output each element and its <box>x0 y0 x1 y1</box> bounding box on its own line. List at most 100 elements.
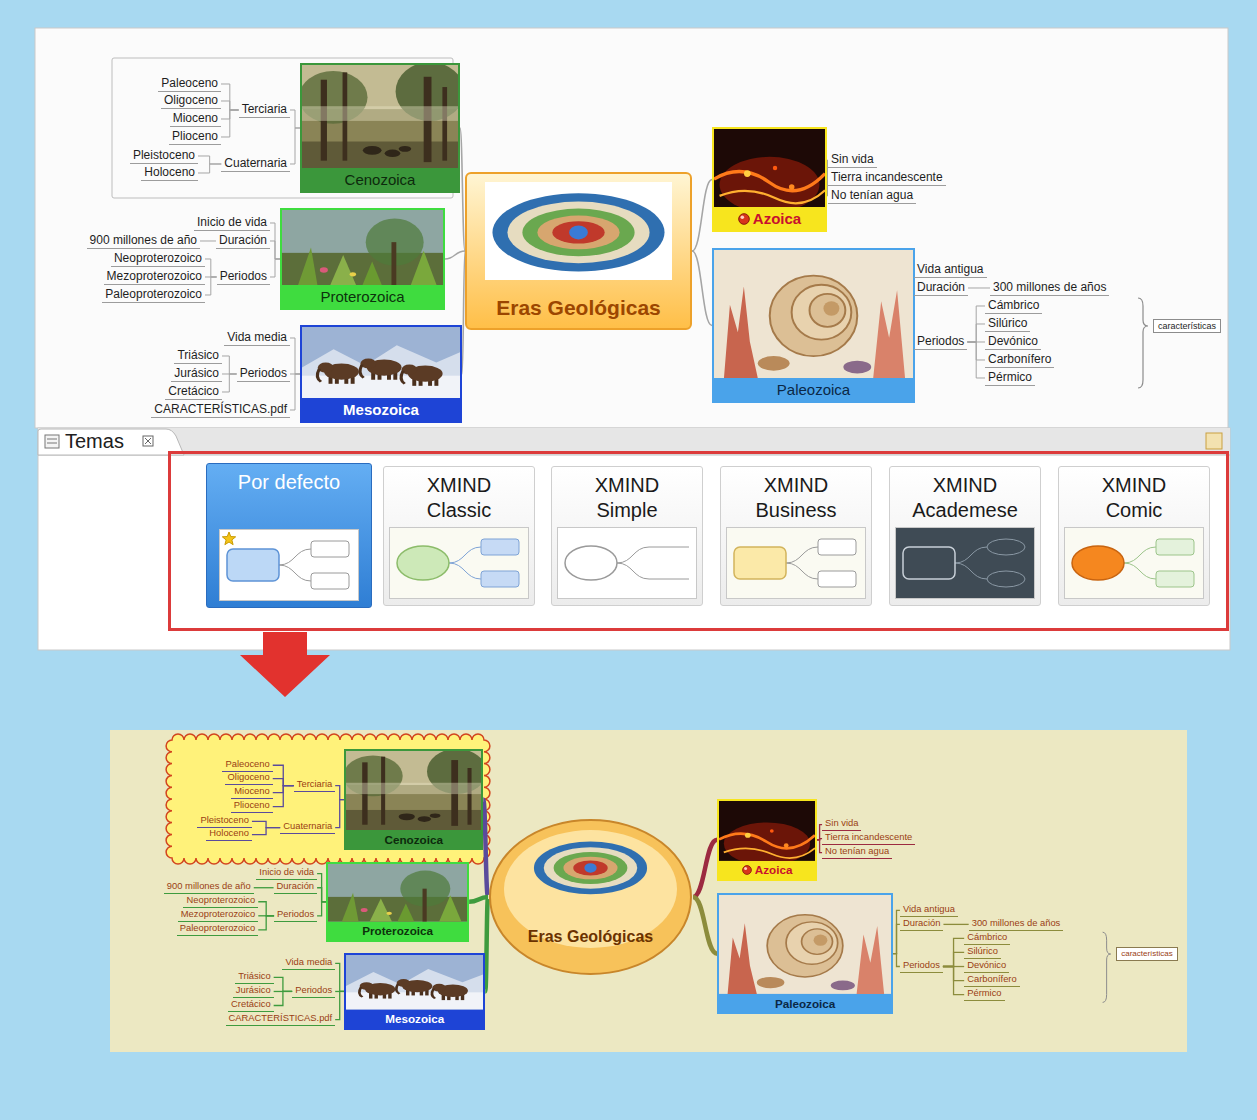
subtopic: Jurásico <box>233 985 274 998</box>
illustration-shape <box>492 193 664 271</box>
illustration-shape <box>298 248 317 286</box>
subtopic: Periodos <box>914 334 967 350</box>
close-icon <box>143 436 153 446</box>
illustration-shape <box>789 184 795 190</box>
topic-label-bar: Azoica <box>719 861 815 879</box>
theme-card: XMIND Classic <box>383 466 535 606</box>
theme-card-title: XMIND Classic <box>427 474 491 521</box>
subtopic-line <box>274 977 293 991</box>
subtopic-text: Oligoceno <box>228 771 270 782</box>
thumbnail-ground <box>1065 528 1204 599</box>
topic-label: Mesozoica <box>385 1012 444 1025</box>
subtopic: Cretácico <box>228 999 274 1012</box>
illustration-shape <box>720 190 825 203</box>
subtopic-text: Tierra incandescente <box>825 831 912 842</box>
subtopic-text: Cuaternaria <box>224 156 287 170</box>
subtopic-text: Tierra incandescente <box>831 170 943 184</box>
view-icon <box>1206 433 1222 449</box>
subtopic-line <box>222 356 237 374</box>
subtopic: Terciaria <box>239 102 290 118</box>
subtopic-text: Duración <box>903 917 941 928</box>
theme-card-title-area: XMIND Simple <box>568 467 686 523</box>
theme-thumbnail <box>895 527 1035 599</box>
theme-thumbnail <box>557 527 697 599</box>
subtopic-text: Inicio de vida <box>197 215 267 229</box>
thumbnail-line <box>617 563 649 579</box>
illustration-shape <box>360 365 364 378</box>
subtopic-text: Oligoceno <box>164 93 218 107</box>
subtopic: 900 millones de año <box>87 233 200 249</box>
illustration-shape <box>507 202 649 264</box>
subtopic: 300 millones de años <box>969 918 1064 931</box>
main-topic: Mesozoica <box>300 325 462 423</box>
subtopic-text: Periodos <box>220 269 267 283</box>
thumbnail-line <box>955 547 987 563</box>
illustration-shape <box>810 294 846 327</box>
subtopic-text: Pérmico <box>967 987 1001 998</box>
subtopic-text: Cámbrico <box>988 298 1039 312</box>
subtopic: Mioceno <box>170 111 221 127</box>
illustration-shape <box>401 371 405 384</box>
theme-thumbnail <box>726 527 866 599</box>
subtopic-text: 900 millones de año <box>167 880 251 891</box>
subtopic: Paleoproterozoico <box>102 287 205 303</box>
subtopic: Triásico <box>235 971 273 984</box>
subtopic-text: Paleoproterozoico <box>105 287 202 301</box>
thumbnail-central <box>565 546 617 580</box>
illustration-shape <box>786 922 838 964</box>
thumbnail-line <box>1124 563 1156 579</box>
topic-illustration <box>346 955 483 1009</box>
subtopic: Plioceno <box>169 129 221 145</box>
subtopic: Periodos <box>900 960 943 973</box>
subtopic: Pérmico <box>985 370 1035 386</box>
topic-illustration <box>714 129 825 207</box>
subtopic-line <box>943 938 964 966</box>
thumbnail-line <box>617 547 649 563</box>
subtopic-line <box>205 259 217 277</box>
subtopic-text: Sin vida <box>831 152 874 166</box>
subtopic: Mioceno <box>231 786 272 799</box>
subtopic-line <box>252 828 280 835</box>
subtopic: Pérmico <box>964 988 1004 1001</box>
subtopic-text: Vida antigua <box>903 903 955 914</box>
illustration-shape <box>282 210 443 285</box>
main-topic: Azoica <box>717 799 817 881</box>
subtopic-line <box>335 786 344 800</box>
topic-label: Proterozoica <box>320 288 404 305</box>
subtopic-text: 300 millones de años <box>993 280 1106 294</box>
subtopic-text: No tenían agua <box>825 845 889 856</box>
subtopic-line <box>200 240 216 241</box>
subtopic: Holoceno <box>206 828 252 841</box>
subtopic: Carbonífero <box>964 974 1020 987</box>
illustration-shape <box>773 166 777 170</box>
theme-card: XMIND Business <box>720 466 872 606</box>
topic-label-bar: Mesozoica <box>302 398 460 421</box>
map-canvas <box>35 28 1228 428</box>
theme-card: XMIND Comic <box>1058 466 1210 606</box>
thumbnail-central <box>397 546 449 580</box>
illustration-shape <box>485 182 672 280</box>
subtopic: Oligoceno <box>161 93 221 109</box>
thumbnail-line <box>955 563 987 579</box>
subtopic-line <box>273 765 294 785</box>
illustration-shape <box>442 87 447 161</box>
central-topic: Eras Geológicas <box>488 818 693 976</box>
subtopic: Cuaternaria <box>221 156 290 172</box>
topic-icon <box>739 213 750 224</box>
thumbnail-child <box>1156 571 1194 587</box>
illustration-shape <box>728 923 757 994</box>
subtopic-text: Paleoproterozoico <box>180 922 256 933</box>
subtopic-line <box>273 779 294 786</box>
thumbnail-line <box>279 565 311 581</box>
subtopic-line <box>893 924 900 953</box>
topic-icon <box>740 215 744 219</box>
topic-illustration <box>282 210 443 285</box>
thumbnail-central <box>1072 546 1124 580</box>
subtopic-line <box>270 259 280 277</box>
subtopic-line <box>290 374 300 410</box>
subtopic: Duración <box>914 280 968 296</box>
main-topic: Azoica <box>712 127 827 232</box>
subtopic-text: Mezoproterozoico <box>107 269 202 283</box>
theme-card-title: XMIND Academese <box>912 474 1018 521</box>
theme-card: XMIND Academese <box>889 466 1041 606</box>
